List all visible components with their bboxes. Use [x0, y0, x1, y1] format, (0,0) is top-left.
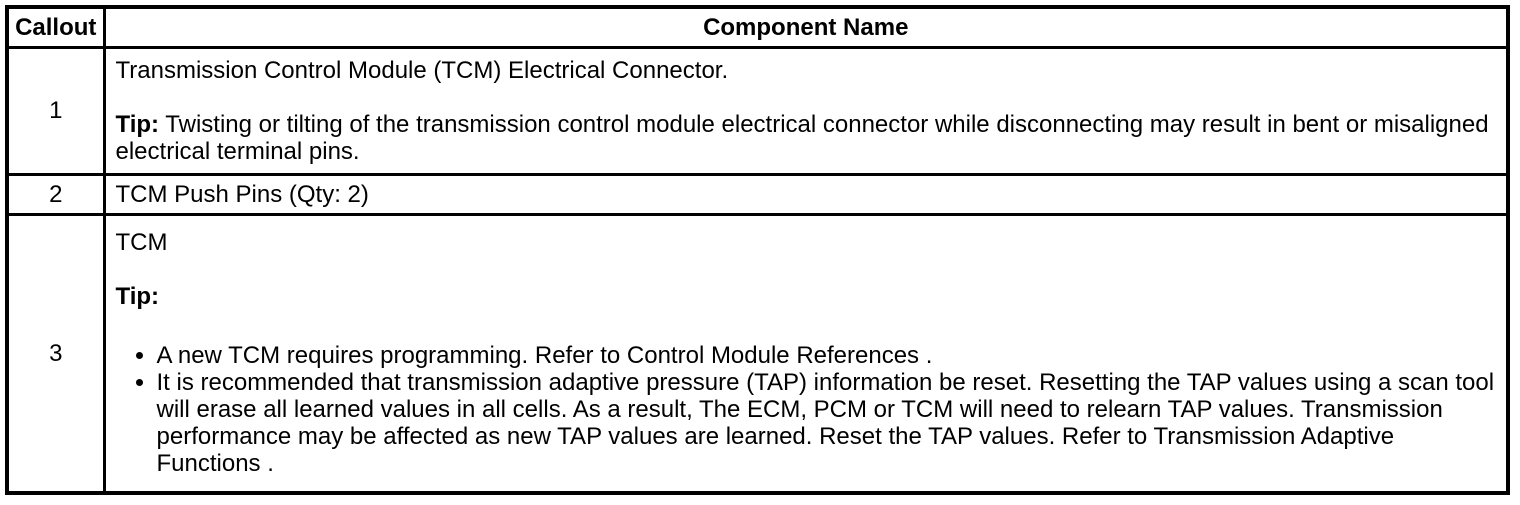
component-cell: TCM Tip: A new TCM requires programming.… — [102, 212, 1510, 495]
tip-label: Tip: — [115, 110, 160, 138]
header-row: Callout Component Name — [5, 5, 1510, 49]
component-name-text: TCM Push Pins (Qty: 2) — [115, 180, 369, 208]
tip-label: Tip: — [115, 283, 160, 311]
column-header-component-name: Component Name — [102, 5, 1510, 49]
component-name-text: TCM — [115, 229, 168, 257]
column-header-callout: Callout — [5, 5, 106, 49]
component-table: Callout Component Name 1 Transmission Co… — [5, 5, 1510, 495]
component-cell: Transmission Control Module (TCM) Electr… — [102, 45, 1510, 176]
table-row: 2 TCM Push Pins (Qty: 2) — [5, 172, 1510, 216]
bullet-item: It is recommended that transmission adap… — [157, 369, 1497, 477]
callout-number: 3 — [5, 212, 106, 495]
bullet-item: A new TCM requires programming. Refer to… — [157, 342, 1497, 369]
tip-text: Twisting or tilting of the transmission … — [115, 110, 1489, 165]
component-name-text: Transmission Control Module (TCM) Electr… — [115, 56, 729, 84]
tip-paragraph: Tip: Twisting or tilting of the transmis… — [116, 111, 1497, 165]
callout-number: 2 — [5, 172, 106, 216]
component-cell: TCM Push Pins (Qty: 2) — [102, 172, 1510, 216]
tip-paragraph: Tip: — [116, 283, 1497, 310]
callout-number: 1 — [5, 45, 106, 176]
table-row: 1 Transmission Control Module (TCM) Elec… — [5, 45, 1510, 176]
tip-bullet-list: A new TCM requires programming. Refer to… — [116, 342, 1497, 477]
table-row: 3 TCM Tip: A new TCM requires programmin… — [5, 212, 1510, 495]
